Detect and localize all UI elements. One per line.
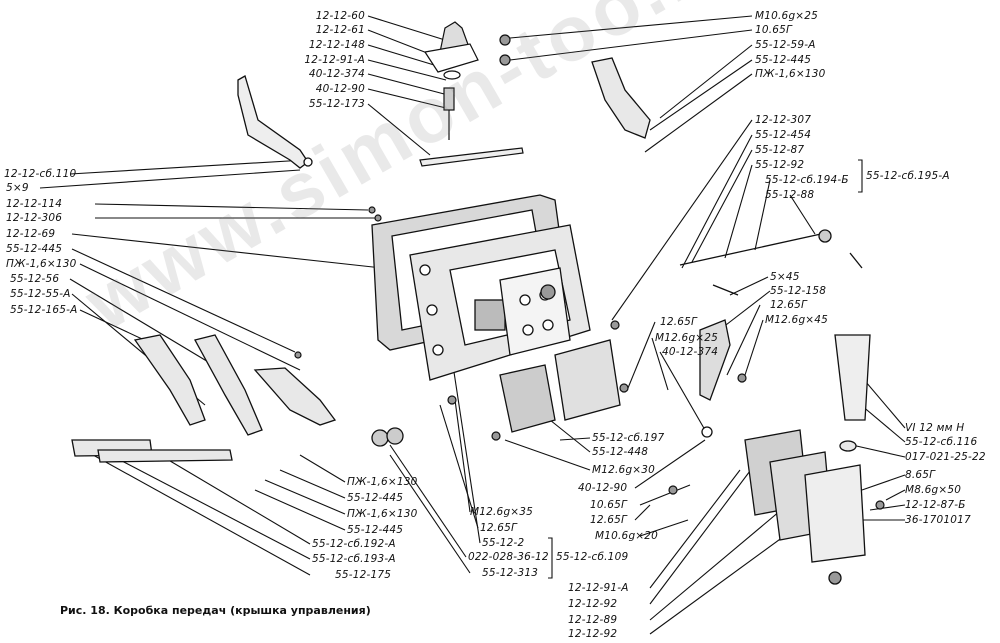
label-12-12-307: 12-12-307 [755, 114, 812, 126]
label-12-65g-r: 12.65Г [770, 299, 808, 311]
label-pzh-bl2: ПЖ-1,6×130 [347, 508, 418, 520]
label-m12-6g-45: М12.6g×45 [765, 314, 829, 326]
label-m8-6g-50: М8.6g×50 [905, 484, 962, 496]
group-label-55-12-sb195-a: 55-12-сб.195-А [866, 170, 950, 182]
label-55-12-175: 55-12-175 [335, 569, 392, 581]
label-40-12-90-c: 40-12-90 [578, 482, 628, 494]
label-12-12-114: 12-12-114 [6, 198, 63, 210]
label-017-021-25-22: 017-021-25-22 [905, 451, 986, 463]
label-10-65g: 10.65Г [755, 24, 793, 36]
label-5x9: 5×9 [6, 182, 29, 194]
label-pzh-top: ПЖ-1,6×130 [755, 68, 826, 80]
label-55-12-sb193-a: 55-12-сб.193-А [312, 553, 396, 565]
label-55-12-2: 55-12-2 [482, 537, 525, 549]
label-40-12-374-c: 40-12-374 [662, 346, 719, 358]
label-pzh-1-6x130: ПЖ-1,6×130 [6, 258, 77, 270]
label-12-12-61: 12-12-61 [315, 24, 365, 36]
label-55-12-87: 55-12-87 [755, 144, 805, 156]
label-m10-6g-20: М10.6g×20 [595, 530, 659, 542]
label-55-12-sb192-a: 55-12-сб.192-А [312, 538, 396, 550]
label-55-12-313: 55-12-313 [482, 567, 539, 579]
label-55-12-sb116: 55-12-сб.116 [905, 436, 978, 448]
label-12-12-89: 12-12-89 [568, 614, 618, 626]
label-55-12-55-a: 55-12-55-А [10, 288, 71, 300]
label-55-12-92: 55-12-92 [755, 159, 805, 171]
label-55-12-59-a: 55-12-59-А [755, 39, 816, 51]
label-55-12-445-top: 55-12-445 [755, 54, 812, 66]
label-55-12-445: 55-12-445 [6, 243, 63, 255]
label-12-12-91-a-br: 12-12-91-А [568, 582, 629, 594]
group-label-55-12-sb109: 55-12-сб.109 [556, 551, 629, 563]
label-pzh-bl1: ПЖ-1,6×130 [347, 476, 418, 488]
label-36-1701017: 36-1701017 [905, 514, 971, 526]
label-55-12-165-a: 55-12-165-А [10, 304, 78, 316]
label-55-12-88: 55-12-88 [765, 189, 815, 201]
label-55-12-445-bl1: 55-12-445 [347, 492, 404, 504]
label-12-12-69: 12-12-69 [6, 228, 56, 240]
label-55-12-sb194-b: 55-12-сб.194-Б [765, 174, 849, 186]
label-55-12-173: 55-12-173 [308, 98, 365, 110]
label-5x45: 5×45 [770, 271, 800, 283]
label-m12-6g-35: М12.6g×35 [470, 506, 534, 518]
label-12-12-92-br2: 12-12-92 [568, 628, 618, 640]
label-55-12-sb197: 55-12-сб.197 [592, 432, 665, 444]
label-022-028-36-12: 022-028-36-12 [468, 551, 549, 563]
label-12-12-306: 12-12-306 [6, 212, 63, 224]
label-vi-12mm-n: VI 12 мм Н [905, 422, 965, 434]
label-55-12-454: 55-12-454 [755, 129, 812, 141]
label-55-12-445-bl2: 55-12-445 [347, 524, 404, 536]
label-8-65g: 8.65Г [905, 469, 936, 481]
label-12-12-148: 12-12-148 [308, 39, 365, 51]
label-10-65g-c: 10.65Г [590, 499, 628, 511]
label-12-12-92-br1: 12-12-92 [568, 598, 618, 610]
label-40-12-90: 40-12-90 [315, 83, 365, 95]
label-55-12-158: 55-12-158 [770, 285, 827, 297]
label-m12-6g-25: М12.6g×25 [655, 332, 719, 344]
label-12-65g-c2: 12.65Г [590, 514, 628, 526]
label-m12-6g-30: М12.6g×30 [592, 464, 656, 476]
label-55-12-448: 55-12-448 [592, 446, 649, 458]
label-12-65g-bc: 12.65Г [480, 522, 518, 534]
label-12-65g-c: 12.65Г [660, 316, 698, 328]
figure-caption: Рис. 18. Коробка передач (крышка управле… [60, 604, 371, 617]
label-40-12-374: 40-12-374 [308, 68, 365, 80]
label-12-12-sb110: 12-12-сб.110 [4, 168, 77, 180]
label-12-12-60: 12-12-60 [315, 10, 365, 22]
label-12-12-87-b: 12-12-87-Б [905, 499, 966, 511]
label-12-12-91-a: 12-12-91-А [304, 54, 365, 66]
label-55-12-56: 55-12-56 [10, 273, 60, 285]
label-m10-6g-25: М10.6g×25 [755, 10, 819, 22]
